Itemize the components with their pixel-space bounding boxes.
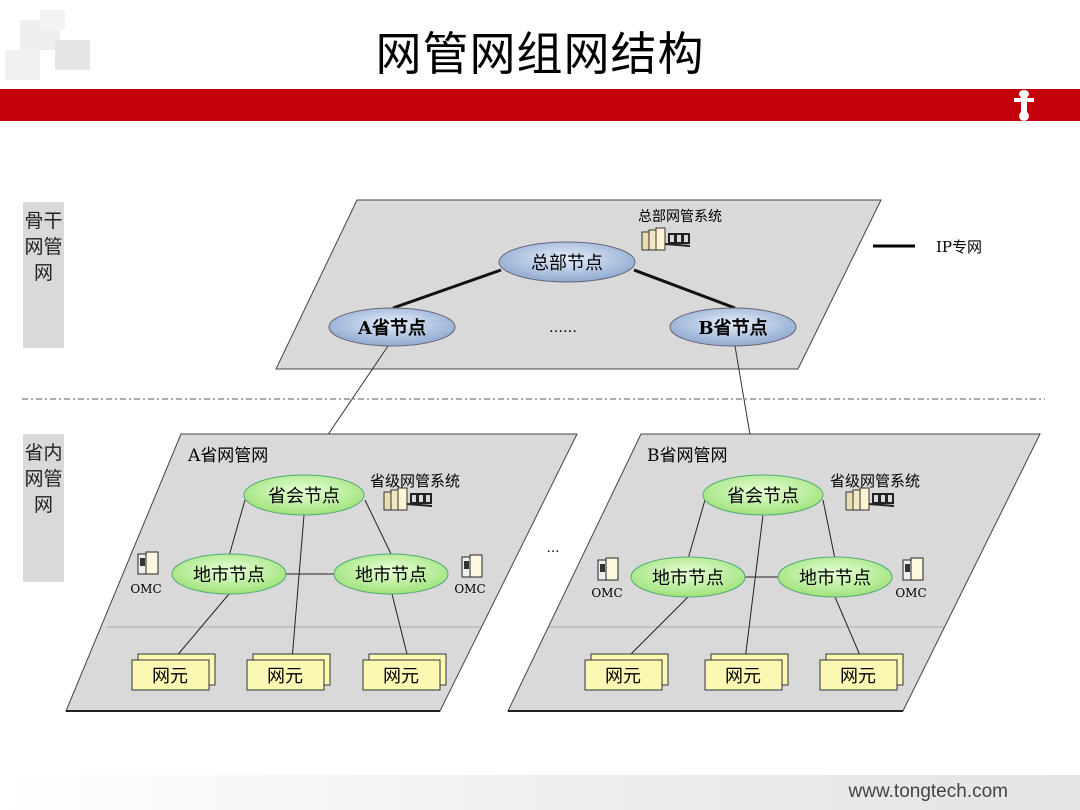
footer-bar (0, 775, 1080, 810)
backbone-ellipsis: …… (549, 320, 577, 336)
element-label: 网元 (605, 666, 641, 687)
link-hq-b (633, 268, 736, 310)
element-label: 网元 (267, 666, 303, 687)
province-a-city-node[interactable]: 地市节点 (171, 553, 287, 595)
province-a-title: A省网管网 (187, 446, 268, 466)
province-a-links (174, 499, 409, 661)
page-title: 网管网组网结构 (375, 27, 705, 81)
network-element[interactable]: 网元 (362, 653, 447, 691)
side-label-backbone: 骨干网管网 (23, 202, 64, 348)
province-a-system-label: 省级网管系统 (370, 472, 460, 490)
omc-server-icon (902, 557, 924, 581)
element-label: 网元 (840, 666, 876, 687)
province-a-node-label: A省节点 (357, 317, 426, 339)
province-b-system-label: 省级网管系统 (830, 472, 920, 490)
puzzle-logo-decoration (5, 10, 90, 80)
omc-label: OMC (130, 582, 161, 596)
capital-node-label: 省会节点 (727, 486, 799, 507)
hq-system-label: 总部网管系统 (638, 209, 722, 225)
footer-url[interactable]: www.tongtech.com (848, 781, 1008, 802)
network-element[interactable]: 网元 (584, 653, 669, 691)
province-a-capital-node[interactable]: 省会节点 (243, 474, 365, 516)
element-label: 网元 (725, 666, 761, 687)
header-red-bar (0, 89, 1080, 121)
link-hq-a (392, 268, 502, 310)
omc-server-icon (597, 557, 619, 581)
province-b-node[interactable]: B省节点 (669, 307, 797, 347)
city-node-label: 地市节点 (799, 568, 871, 589)
omc-label: OMC (895, 586, 926, 600)
bar-ornament-icon (1014, 90, 1034, 121)
province-a-city-node[interactable]: 地市节点 (333, 553, 449, 595)
network-element[interactable]: 网元 (819, 653, 904, 691)
network-element[interactable]: 网元 (704, 653, 789, 691)
legend-label: IP专网 (936, 238, 982, 256)
network-element[interactable]: 网元 (131, 653, 216, 691)
element-label: 网元 (152, 666, 188, 687)
province-b-city-node[interactable]: 地市节点 (777, 556, 893, 598)
city-node-label: 地市节点 (355, 565, 427, 586)
omc-label: OMC (454, 582, 485, 596)
side-label-provincial: 省内网管网 (23, 434, 64, 582)
network-element[interactable]: 网元 (246, 653, 331, 691)
provinces-ellipsis: … (547, 541, 560, 556)
province-b-node-label: B省节点 (698, 317, 767, 339)
omc-label: OMC (591, 586, 622, 600)
province-b-city-node[interactable]: 地市节点 (630, 556, 746, 598)
city-node-label: 地市节点 (193, 565, 265, 586)
hq-node[interactable]: 总部节点 (498, 241, 636, 283)
capital-node-label: 省会节点 (268, 486, 340, 507)
element-label: 网元 (383, 666, 419, 687)
province-b-links (624, 499, 863, 661)
omc-server-icon (137, 551, 159, 575)
province-b-title: B省网管网 (647, 446, 728, 466)
city-node-label: 地市节点 (652, 568, 724, 589)
province-b-capital-node[interactable]: 省会节点 (702, 474, 824, 516)
omc-server-icon (461, 554, 483, 578)
province-a-node[interactable]: A省节点 (328, 307, 456, 347)
hq-node-label: 总部节点 (531, 253, 603, 274)
